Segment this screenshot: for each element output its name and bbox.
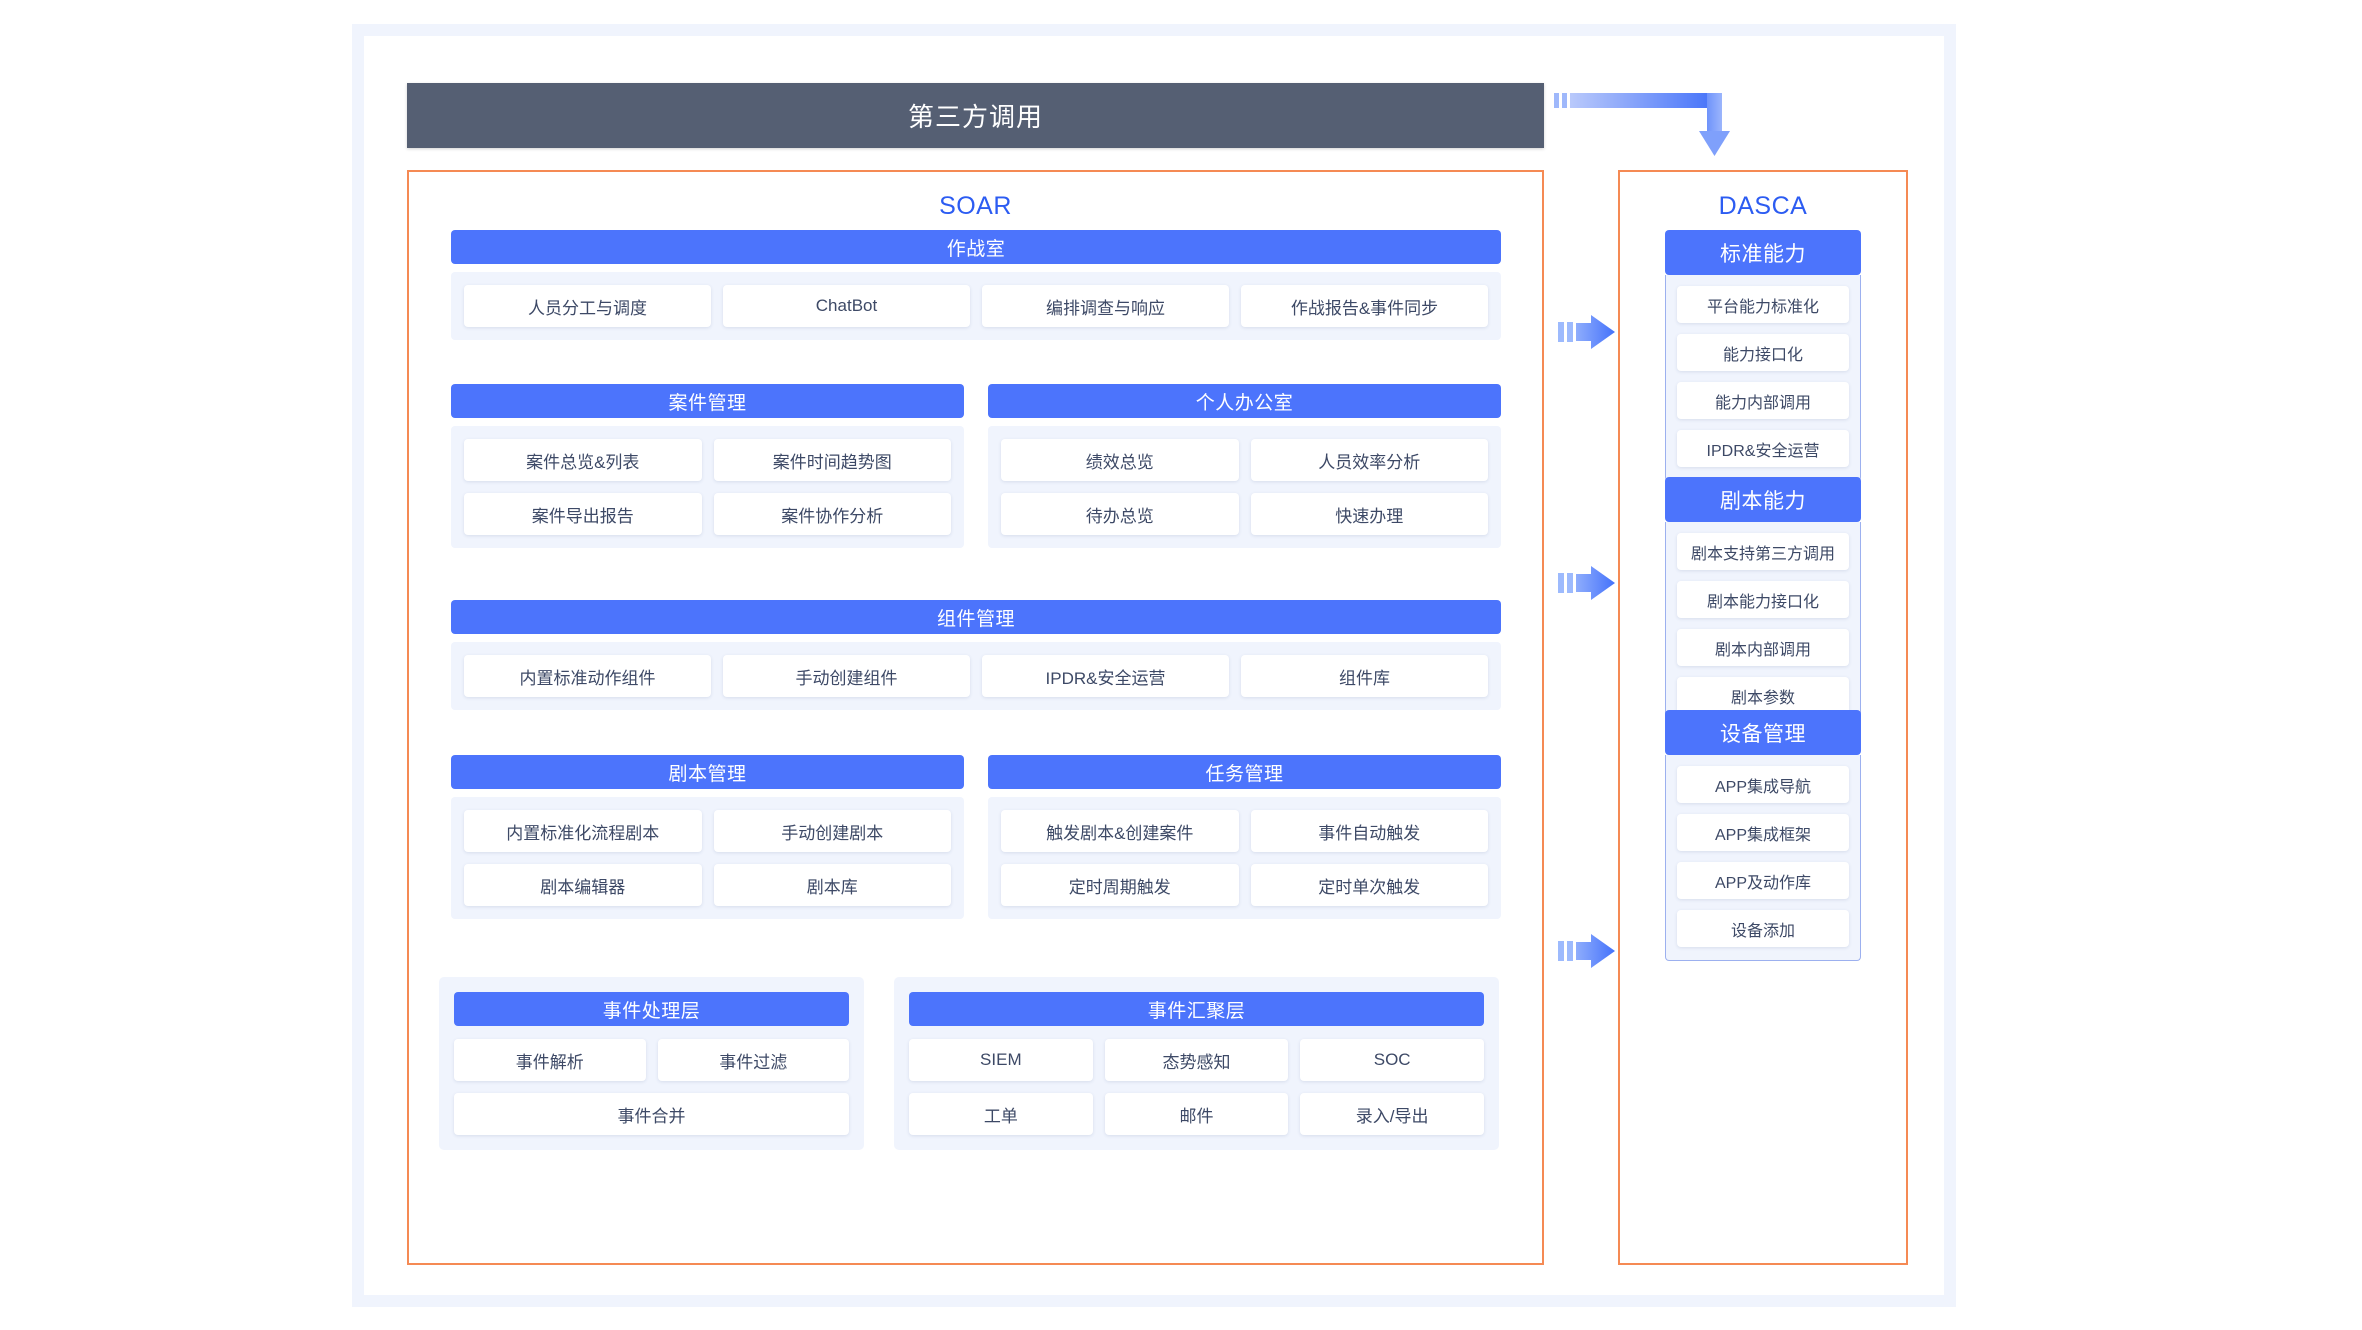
chip-event-agg-3[interactable]: 工单 bbox=[909, 1093, 1093, 1135]
chip-dasca-2-2[interactable]: APP及动作库 bbox=[1677, 862, 1849, 899]
chip-playbook-1[interactable]: 手动创建剧本 bbox=[713, 810, 951, 852]
chip-case-0[interactable]: 案件总览&列表 bbox=[464, 439, 702, 481]
module-playbook-management-body: 内置标准化流程剧本 手动创建剧本 剧本编辑器 剧本库 bbox=[451, 797, 964, 919]
module-playbook-management: 剧本管理 内置标准化流程剧本 手动创建剧本 剧本编辑器 剧本库 bbox=[451, 755, 964, 919]
page-frame: 第三方调用 SOAR bbox=[352, 24, 1956, 1307]
module-component-management-body: 内置标准动作组件 手动创建组件 IPDR&安全运营 组件库 bbox=[451, 642, 1501, 710]
chip-event-agg-4[interactable]: 邮件 bbox=[1104, 1093, 1289, 1135]
module-case-management-header: 案件管理 bbox=[451, 384, 964, 418]
dasca-group-device-management: 设备管理 APP集成导航 APP集成框架 APP及动作库 设备添加 bbox=[1665, 710, 1861, 961]
module-case-management-body: 案件总览&列表 案件时间趋势图 案件导出报告 案件协作分析 bbox=[451, 426, 964, 548]
layer-event-processing-header: 事件处理层 bbox=[454, 992, 849, 1026]
module-task-management-body: 触发剧本&创建案件 事件自动触发 定时周期触发 定时单次触发 bbox=[988, 797, 1501, 919]
chip-dasca-1-1[interactable]: 剧本能力接口化 bbox=[1677, 581, 1849, 618]
module-playbook-management-header: 剧本管理 bbox=[451, 755, 964, 789]
module-component-management: 组件管理 内置标准动作组件 手动创建组件 IPDR&安全运营 组件库 bbox=[451, 600, 1501, 710]
layer-event-processing: 事件处理层 事件解析 事件过滤 事件合并 bbox=[439, 977, 864, 1150]
module-personal-office-header: 个人办公室 bbox=[988, 384, 1501, 418]
page-card: 第三方调用 SOAR bbox=[364, 36, 1944, 1295]
chip-office-0[interactable]: 绩效总览 bbox=[1001, 439, 1239, 481]
module-case-management: 案件管理 案件总览&列表 案件时间趋势图 案件导出报告 案件协作分析 bbox=[451, 384, 964, 548]
dasca-title: DASCA bbox=[1718, 192, 1808, 220]
chip-playbook-2[interactable]: 剧本编辑器 bbox=[464, 864, 702, 906]
chip-dasca-2-3[interactable]: 设备添加 bbox=[1677, 910, 1849, 947]
chip-component-3[interactable]: 组件库 bbox=[1241, 655, 1488, 697]
chip-war-room-0[interactable]: 人员分工与调度 bbox=[464, 285, 711, 327]
fast-forward-arrow-icon-3 bbox=[1558, 934, 1615, 968]
chip-dasca-0-1[interactable]: 能力接口化 bbox=[1677, 334, 1849, 371]
module-war-room-body: 人员分工与调度 ChatBot 编排调查与响应 作战报告&事件同步 bbox=[451, 272, 1501, 340]
dasca-group-1-header: 剧本能力 bbox=[1665, 477, 1861, 522]
chip-component-2[interactable]: IPDR&安全运营 bbox=[982, 655, 1229, 697]
chip-component-0[interactable]: 内置标准动作组件 bbox=[464, 655, 711, 697]
dasca-group-2-body: APP集成导航 APP集成框架 APP及动作库 设备添加 bbox=[1665, 755, 1861, 961]
chip-event-proc-1[interactable]: 事件过滤 bbox=[657, 1039, 849, 1081]
module-task-management-header: 任务管理 bbox=[988, 755, 1501, 789]
chip-dasca-0-0[interactable]: 平台能力标准化 bbox=[1677, 286, 1849, 323]
chip-event-agg-2[interactable]: SOC bbox=[1300, 1039, 1484, 1081]
chip-office-2[interactable]: 待办总览 bbox=[1001, 493, 1239, 535]
dasca-column: DASCA 标准能力 平台能力标准化 能力接口化 能力内部调用 IPDR&安全运… bbox=[1618, 170, 1908, 1265]
chip-dasca-2-0[interactable]: APP集成导航 bbox=[1677, 766, 1849, 803]
chip-case-1[interactable]: 案件时间趋势图 bbox=[713, 439, 951, 481]
soar-title: SOAR bbox=[939, 192, 1012, 220]
chip-dasca-1-2[interactable]: 剧本内部调用 bbox=[1677, 629, 1849, 666]
elbow-arrow-right-down-icon bbox=[1554, 93, 1730, 156]
module-personal-office-body: 绩效总览 人员效率分析 待办总览 快速办理 bbox=[988, 426, 1501, 548]
fast-forward-arrow-icon-2 bbox=[1558, 566, 1615, 600]
chip-dasca-0-3[interactable]: IPDR&安全运营 bbox=[1677, 430, 1849, 467]
chip-case-2[interactable]: 案件导出报告 bbox=[464, 493, 702, 535]
chip-event-proc-2[interactable]: 事件合并 bbox=[454, 1093, 849, 1135]
chip-dasca-1-3[interactable]: 剧本参数 bbox=[1677, 677, 1849, 714]
chip-event-proc-0[interactable]: 事件解析 bbox=[454, 1039, 646, 1081]
layer-event-aggregation-grid: SIEM 态势感知 SOC 工单 邮件 录入/导出 bbox=[909, 1039, 1484, 1135]
chip-case-3[interactable]: 案件协作分析 bbox=[713, 493, 951, 535]
third-party-call-banner: 第三方调用 bbox=[407, 83, 1544, 148]
layer-event-processing-row2: 事件合并 bbox=[454, 1093, 849, 1135]
chip-playbook-3[interactable]: 剧本库 bbox=[713, 864, 951, 906]
module-task-management: 任务管理 触发剧本&创建案件 事件自动触发 定时周期触发 定时单次触发 bbox=[988, 755, 1501, 919]
soar-column: SOAR 作战室 人员分工与调度 ChatBot 编排调查与响应 作战报告&事件… bbox=[407, 170, 1544, 1265]
layer-event-aggregation: 事件汇聚层 SIEM 态势感知 SOC 工单 邮件 录入/导出 bbox=[894, 977, 1499, 1150]
chip-playbook-0[interactable]: 内置标准化流程剧本 bbox=[464, 810, 702, 852]
chip-event-agg-0[interactable]: SIEM bbox=[909, 1039, 1093, 1081]
dasca-group-2-header: 设备管理 bbox=[1665, 710, 1861, 755]
chip-task-2[interactable]: 定时周期触发 bbox=[1001, 864, 1239, 906]
dasca-group-standard-capability: 标准能力 平台能力标准化 能力接口化 能力内部调用 IPDR&安全运营 bbox=[1665, 230, 1861, 481]
chip-war-room-2[interactable]: 编排调查与响应 bbox=[982, 285, 1229, 327]
chip-office-1[interactable]: 人员效率分析 bbox=[1250, 439, 1488, 481]
module-war-room: 作战室 人员分工与调度 ChatBot 编排调查与响应 作战报告&事件同步 bbox=[451, 230, 1501, 340]
layer-event-aggregation-header: 事件汇聚层 bbox=[909, 992, 1484, 1026]
dasca-group-1-body: 剧本支持第三方调用 剧本能力接口化 剧本内部调用 剧本参数 bbox=[1665, 522, 1861, 728]
dasca-group-playbook-capability: 剧本能力 剧本支持第三方调用 剧本能力接口化 剧本内部调用 剧本参数 bbox=[1665, 477, 1861, 728]
chip-task-1[interactable]: 事件自动触发 bbox=[1250, 810, 1488, 852]
chip-event-agg-1[interactable]: 态势感知 bbox=[1104, 1039, 1289, 1081]
chip-war-room-1[interactable]: ChatBot bbox=[723, 285, 970, 327]
module-component-management-header: 组件管理 bbox=[451, 600, 1501, 634]
layer-event-processing-row1: 事件解析 事件过滤 bbox=[454, 1039, 849, 1081]
fast-forward-arrow-icon-1 bbox=[1558, 315, 1615, 349]
chip-dasca-0-2[interactable]: 能力内部调用 bbox=[1677, 382, 1849, 419]
chip-office-3[interactable]: 快速办理 bbox=[1250, 493, 1488, 535]
dasca-group-0-header: 标准能力 bbox=[1665, 230, 1861, 275]
module-war-room-header: 作战室 bbox=[451, 230, 1501, 264]
third-party-call-label: 第三方调用 bbox=[907, 102, 1043, 132]
chip-dasca-1-0[interactable]: 剧本支持第三方调用 bbox=[1677, 533, 1849, 570]
chip-war-room-3[interactable]: 作战报告&事件同步 bbox=[1241, 285, 1488, 327]
module-personal-office: 个人办公室 绩效总览 人员效率分析 待办总览 快速办理 bbox=[988, 384, 1501, 548]
chip-component-1[interactable]: 手动创建组件 bbox=[723, 655, 970, 697]
chip-dasca-2-1[interactable]: APP集成框架 bbox=[1677, 814, 1849, 851]
chip-task-0[interactable]: 触发剧本&创建案件 bbox=[1001, 810, 1239, 852]
chip-event-agg-5[interactable]: 录入/导出 bbox=[1300, 1093, 1484, 1135]
chip-task-3[interactable]: 定时单次触发 bbox=[1250, 864, 1488, 906]
dasca-group-0-body: 平台能力标准化 能力接口化 能力内部调用 IPDR&安全运营 bbox=[1665, 275, 1861, 481]
